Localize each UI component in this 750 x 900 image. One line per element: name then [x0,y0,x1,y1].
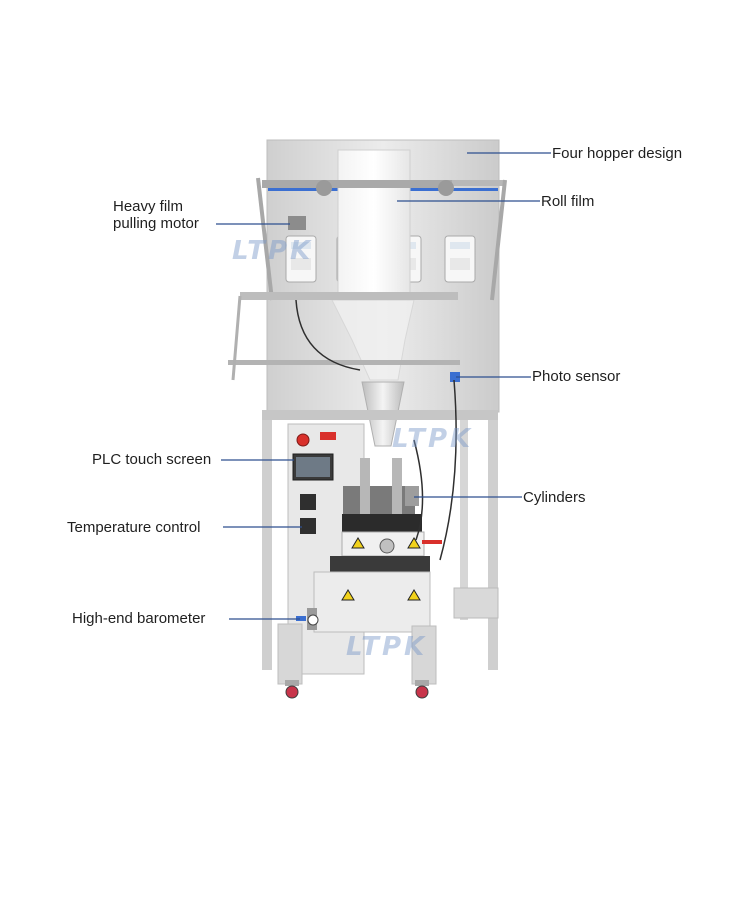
pressure-gauge-icon [307,614,319,626]
lower-frame [262,410,498,420]
cylinder [360,458,370,528]
label-four-hopper-design: Four hopper design [552,145,683,162]
label-temperature-control: Temperature control [67,519,201,536]
temperature-controller [300,494,316,510]
film-pulling-motor [288,216,306,230]
watermark-logo: LTPK [392,424,474,454]
crossbar [240,292,458,300]
air-hose [439,379,457,561]
side-arm [490,179,507,301]
temperature-controller [300,518,316,534]
warning-label [320,432,336,440]
label-cylinders: Cylinders [523,489,586,506]
crossbar-arm [231,295,242,381]
caster-wheel-icon [285,680,299,699]
label-heavy-film-line1: Heavy film [113,198,184,215]
film-roll-hub [438,180,454,196]
warning-triangle-icon [351,537,365,549]
frame-leg [262,420,272,670]
label-photo-sensor: Photo sensor [532,368,621,385]
warning-triangle-icon [407,537,421,549]
photo-sensor [450,372,460,382]
frame-rail [453,587,499,619]
handle [422,540,442,544]
cylinder [392,458,402,528]
base-panel [313,571,431,633]
frame-leg [277,623,303,685]
warning-triangle-icon [407,589,421,601]
label-heavy-film-line2: pulling motor [113,215,199,232]
side-arm [256,177,274,301]
label-plc-touch-screen: PLC touch screen [92,451,212,468]
cylinder [405,486,419,506]
frame-leg [488,420,498,670]
label-roll-film: Roll film [541,193,595,210]
label-high-end-barometer: High-end barometer [72,610,206,627]
film-shaft [262,180,452,188]
roll-film [337,149,411,301]
watermark-logo: LTPK [232,236,314,266]
adjust-knob [379,538,395,554]
warning-triangle-icon [341,589,355,601]
leader-lines [216,152,551,620]
emergency-stop-icon [296,433,310,447]
watermark-logo: LTPK [346,632,428,662]
hopper-controller-icon [285,235,317,283]
crossbar [228,360,460,365]
plc-screen-display [296,457,330,477]
air-hose [413,439,424,541]
air-fitting [296,616,306,621]
air-hose [295,299,361,371]
film-roll-hub [316,180,332,196]
frame-leg [460,420,468,620]
hopper-controller-icon [444,235,476,283]
caster-wheel-icon [415,680,429,699]
frame-leg [411,625,437,685]
